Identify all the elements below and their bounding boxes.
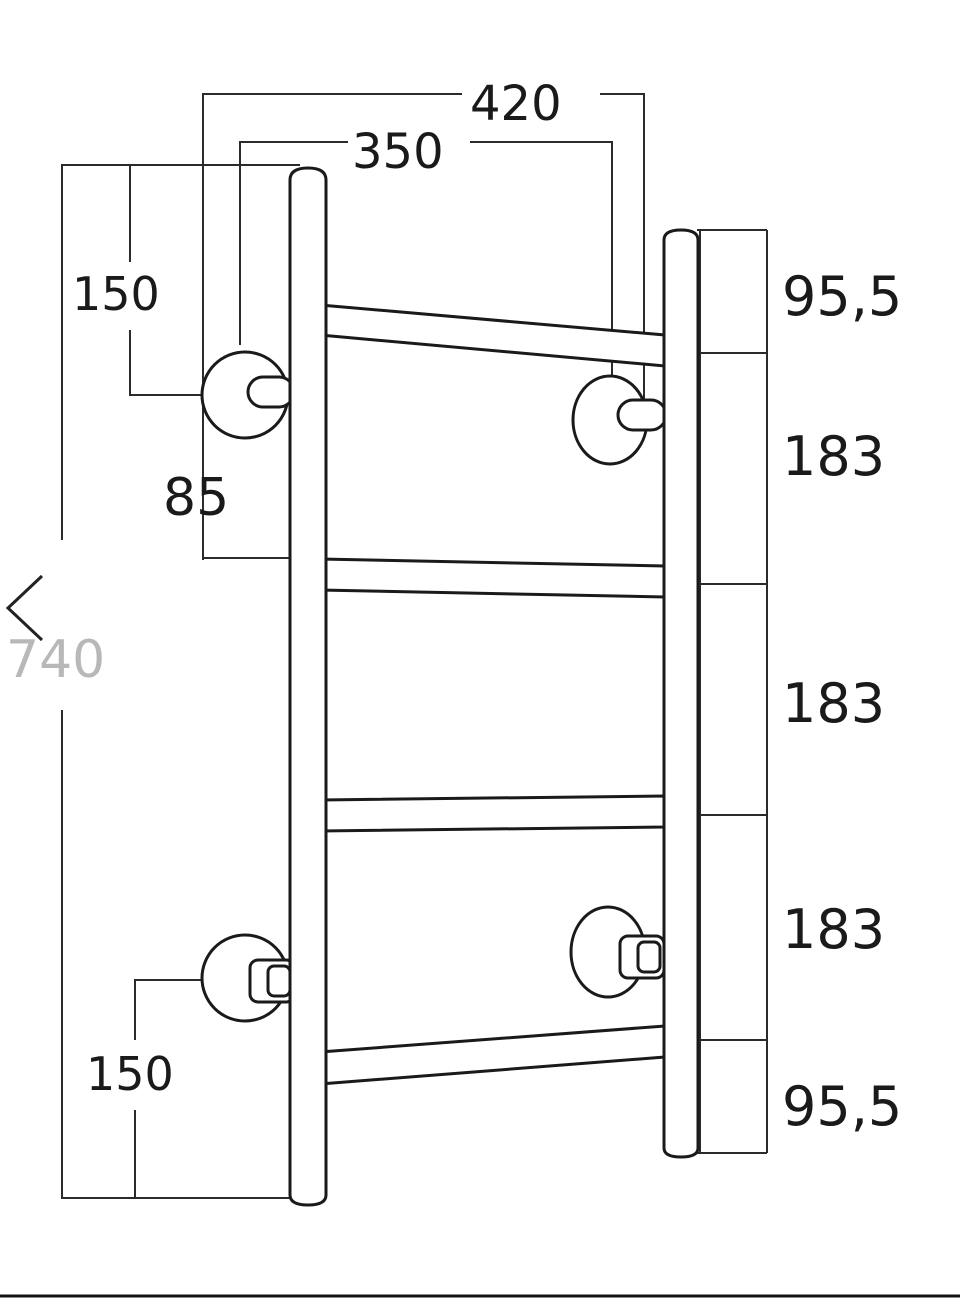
dim-wall-depth: 85	[163, 468, 229, 528]
wall-bracket-top-left	[200, 350, 296, 440]
wall-bracket-bottom-right	[569, 905, 666, 999]
dim-height-total: 740	[6, 630, 105, 690]
dim-spacing-4: 183	[782, 898, 885, 961]
dim-top-offset: 150	[72, 267, 160, 321]
chevron-left-icon	[5, 574, 44, 642]
wall-bracket-top-right	[571, 374, 668, 466]
dim-spacing-3: 183	[782, 672, 885, 735]
back-button[interactable]	[0, 565, 50, 655]
dim-spacing-1: 95,5	[782, 265, 902, 328]
dimension-box-right	[697, 229, 768, 1154]
dim-spacing-5: 95,5	[782, 1075, 902, 1138]
wall-bracket-bottom-left	[200, 933, 296, 1023]
dim-bottom-offset: 150	[86, 1047, 174, 1101]
dimension-lines-left	[61, 164, 309, 1199]
dim-width-inner: 350	[352, 124, 444, 180]
dim-width-outer: 420	[470, 76, 562, 132]
vertical-posts	[288, 166, 700, 1207]
dim-spacing-2: 183	[782, 425, 885, 488]
